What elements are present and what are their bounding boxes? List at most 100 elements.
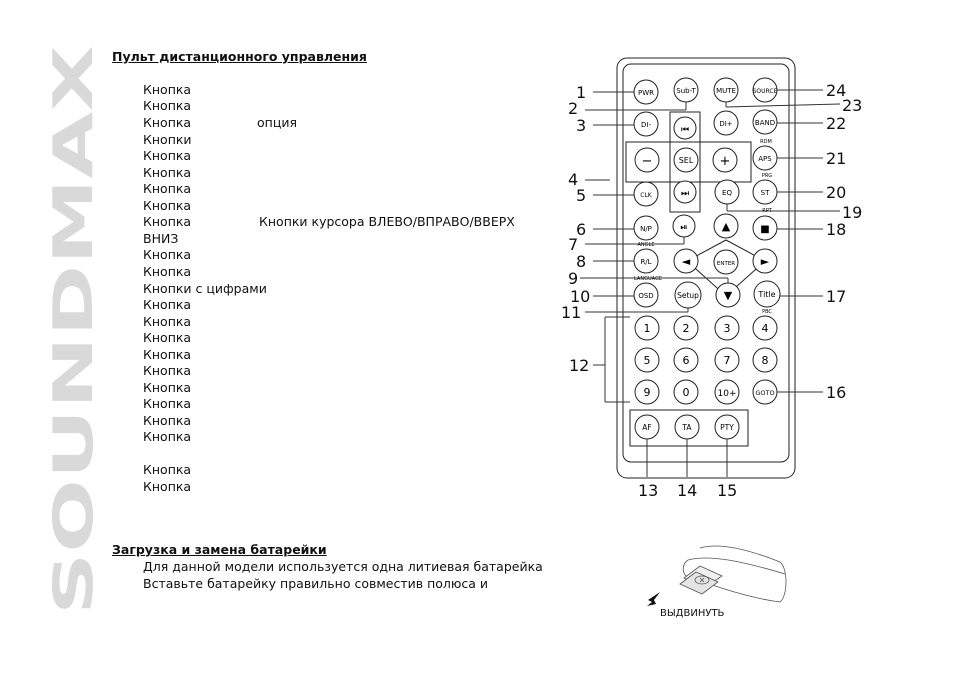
dim-plus-button[interactable]: DI+ (713, 110, 739, 136)
volume-up-button[interactable]: + (712, 147, 738, 173)
svg-text:CLK: CLK (640, 192, 653, 199)
rdm-label: RDM (760, 139, 772, 145)
svg-text:⏮: ⏮ (681, 125, 689, 135)
key-1[interactable]: 1 (634, 315, 660, 341)
battery-line-1: Для данной модели используется одна лити… (143, 559, 543, 574)
svg-text:AF: AF (642, 423, 651, 432)
left-arrow-button[interactable]: ◄ (673, 248, 699, 274)
right-arrow-button[interactable]: ► (752, 248, 778, 274)
rds-frame (629, 409, 749, 447)
list-item: Кнопка (143, 363, 192, 378)
osd-button[interactable]: OSD (633, 282, 659, 308)
list-item: Кнопка (143, 165, 192, 180)
svg-text:4: 4 (762, 322, 769, 335)
svg-text:2: 2 (683, 322, 690, 335)
down-arrow-button[interactable]: ▼ (715, 282, 741, 308)
svg-text:+: + (720, 154, 731, 169)
subtitle-button[interactable]: Sub-T (673, 77, 699, 103)
svg-text:GOTO: GOTO (755, 389, 774, 397)
list-item: Кнопка (143, 347, 192, 362)
af-button[interactable]: AF (634, 414, 660, 440)
callout-4: 4 (568, 170, 578, 189)
list-item: Кнопка (143, 380, 192, 395)
key-3[interactable]: 3 (714, 315, 740, 341)
battery-illustration: ВЫДВИНУТЬ (647, 545, 787, 619)
callout-15: 15 (717, 481, 737, 500)
title-button[interactable]: Title (753, 280, 781, 308)
list-item: Кнопка (143, 98, 192, 113)
stop-button[interactable]: ■ (752, 215, 778, 241)
callout-21: 21 (826, 149, 846, 168)
eq-button[interactable]: EQ (714, 179, 740, 205)
enter-button[interactable]: ENTER (713, 249, 739, 275)
band-button[interactable]: BAND (752, 109, 778, 135)
battery-section-title: Загрузка и замена батарейки (112, 542, 327, 557)
goto-button[interactable]: GOTO (752, 379, 778, 405)
svg-text:6: 6 (683, 354, 690, 367)
svg-text:Title: Title (757, 290, 775, 299)
key-10-plus[interactable]: 10+ (714, 379, 740, 405)
prev-track-button[interactable]: ⏮ (673, 116, 697, 140)
key-4[interactable]: 4 (752, 315, 778, 341)
callout-3: 3 (576, 116, 586, 135)
svg-text:SOURCE: SOURCE (753, 88, 778, 95)
setup-button[interactable]: Setup (674, 281, 702, 309)
svg-text:10+: 10+ (718, 389, 737, 399)
key-2[interactable]: 2 (673, 315, 699, 341)
key-7[interactable]: 7 (714, 347, 740, 373)
key-9[interactable]: 9 (634, 379, 660, 405)
rl-button[interactable]: R/L (633, 248, 659, 274)
callout-24: 24 (826, 81, 846, 100)
list-item: Кнопки с цифрами (143, 281, 267, 296)
callout-9: 9 (568, 269, 578, 288)
svg-text:0: 0 (683, 386, 690, 399)
callout-16: 16 (826, 383, 846, 402)
svg-text:■: ■ (760, 224, 769, 235)
list-item: Кнопка (143, 82, 192, 97)
callout-19: 19 (842, 203, 862, 222)
list-item: Кнопка (143, 330, 192, 345)
brand-logo: SOUNDMAX (52, 45, 98, 615)
callout-11: 11 (561, 303, 581, 322)
callout-18: 18 (826, 220, 846, 239)
pwr-button[interactable]: PWR (633, 79, 659, 105)
next-track-button[interactable]: ⏭ (673, 180, 697, 204)
svg-text:−: − (642, 154, 653, 169)
svg-text:BAND: BAND (755, 119, 775, 127)
key-8[interactable]: 8 (752, 347, 778, 373)
callout-23: 23 (842, 96, 862, 115)
svg-text:⏯: ⏯ (680, 223, 687, 233)
key-5[interactable]: 5 (634, 347, 660, 373)
st-button[interactable]: ST (752, 179, 778, 205)
ta-button[interactable]: TA (674, 414, 700, 440)
list-item: Кнопка (143, 148, 192, 163)
svg-text:R/L: R/L (640, 258, 651, 266)
svg-text:⏭: ⏭ (681, 189, 689, 199)
dim-minus-button[interactable]: DI- (633, 111, 659, 137)
svg-text:▼: ▼ (724, 289, 733, 302)
svg-text:8: 8 (762, 354, 769, 367)
list-item: Кнопка (143, 247, 192, 262)
aps-button[interactable]: APS (752, 145, 778, 171)
callout-22: 22 (826, 114, 846, 133)
clk-button[interactable]: CLK (633, 181, 659, 207)
key-6[interactable]: 6 (673, 347, 699, 373)
list-item: Кнопка (143, 479, 192, 494)
list-item: Кнопка (143, 264, 192, 279)
volume-down-button[interactable]: − (634, 147, 660, 173)
mute-button[interactable]: MUTE (713, 77, 739, 103)
slide-arrow-icon (647, 592, 660, 606)
pty-button[interactable]: PTY (714, 414, 740, 440)
svg-text:DI+: DI+ (719, 120, 732, 128)
svg-text:TA: TA (681, 423, 692, 432)
np-button[interactable]: N/P (633, 215, 659, 241)
key-0[interactable]: 0 (673, 379, 699, 405)
list-item: Кнопка (143, 396, 192, 411)
remote-section-title: Пульт дистанционного управления (112, 49, 367, 64)
list-item: Кнопка (143, 429, 192, 444)
source-button[interactable]: SOURCE (752, 77, 778, 103)
sel-button[interactable]: SEL (673, 147, 699, 173)
list-item: ВНИЗ (143, 231, 179, 246)
play-pause-button[interactable]: ⏯ (672, 214, 696, 238)
up-arrow-button[interactable]: ▲ (713, 213, 739, 239)
